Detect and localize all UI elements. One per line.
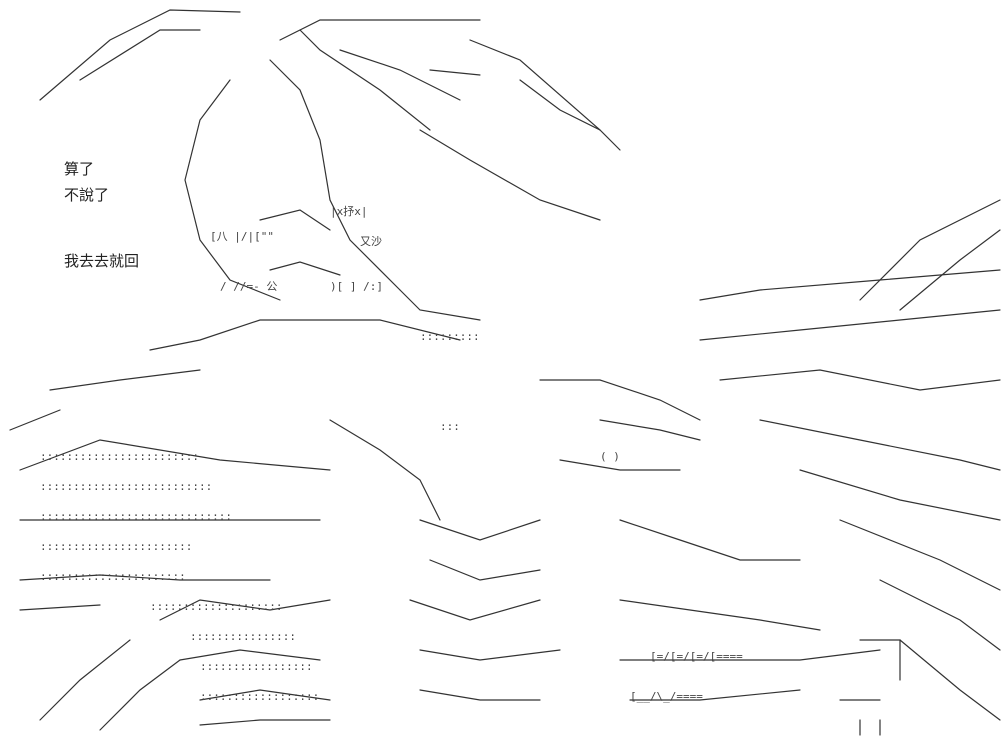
svg-text::::::::::::::::::::::::::::::: ::::::::::::::::::::::::::::: bbox=[40, 510, 232, 523]
svg-text:::::::::::::::::::: :::::::::::::::::: bbox=[200, 690, 319, 703]
svg-text:/ //=- 公: / //=- 公 bbox=[220, 280, 277, 293]
svg-text:又沙: 又沙 bbox=[360, 235, 382, 248]
speech-line-3: 我去去就回 bbox=[64, 252, 140, 270]
speech-line-2: 不說了 bbox=[64, 186, 110, 204]
svg-text:::::::::::::::::: :::::::::::::::: bbox=[190, 630, 296, 643]
svg-text:::::::::::::::::::::: :::::::::::::::::::: bbox=[150, 600, 282, 613]
svg-text::::::::::: ::::::::: bbox=[420, 330, 480, 343]
svg-text::::::::::::::::::::::::: ::::::::::::::::::::::: bbox=[40, 540, 192, 553]
speech-line-1: 算了 bbox=[64, 160, 95, 178]
svg-text:[=/[=/[=/[====: [=/[=/[=/[==== bbox=[650, 650, 743, 663]
svg-text:|x抒x|: |x抒x| bbox=[330, 204, 368, 218]
svg-text:[__/\_/====: [__/\_/==== bbox=[630, 690, 703, 703]
svg-text:)[ ] /:]: )[ ] /:] bbox=[330, 280, 383, 293]
svg-text:::::::::::::::::::::::: :::::::::::::::::::::: bbox=[40, 570, 186, 583]
svg-text::::: ::: bbox=[440, 420, 460, 433]
svg-text:::::::::::::::::::::::::::: :::::::::::::::::::::::::: bbox=[40, 480, 212, 493]
svg-text:( ): ( ) bbox=[600, 450, 620, 463]
svg-text::::::::::::::::::: ::::::::::::::::: bbox=[200, 660, 313, 673]
svg-text:::::::::::::::::::::::::: :::::::::::::::::::::::: bbox=[40, 450, 199, 463]
svg-text:[八 |/|["": [八 |/|["" bbox=[210, 230, 274, 243]
